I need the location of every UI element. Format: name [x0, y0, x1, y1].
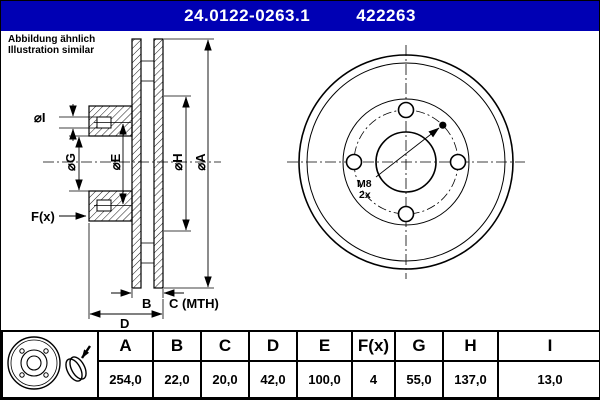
dimension-d: D	[88, 223, 164, 331]
col-header-b: B	[152, 329, 202, 363]
dimension-b-c: B C (MTH)	[111, 289, 219, 311]
reference-number: 422263	[356, 6, 416, 25]
col-header-g: G	[394, 329, 444, 363]
dimension-dia-e: ⌀E	[94, 122, 131, 206]
cross-section-view	[43, 38, 221, 289]
dim-label-dia-h: ⌀H	[170, 153, 185, 170]
value-d: 42,0	[248, 360, 298, 399]
dim-label-d: D	[120, 316, 129, 331]
thread-hole-marker	[439, 121, 447, 129]
dimension-dia-a: ⌀A	[164, 38, 214, 289]
dimension-table: A B C D E F(x) G H I 254,0 22,0 20,0 42,…	[1, 329, 599, 399]
col-header-h: H	[442, 329, 499, 363]
col-header-a: A	[97, 329, 154, 363]
value-g: 55,0	[394, 360, 444, 399]
brake-disc-front-icon	[7, 336, 91, 390]
note-line-de: Abbildung ähnlich	[8, 34, 96, 45]
dimension-dia-h: ⌀H	[164, 95, 191, 232]
value-f: 4	[351, 360, 396, 399]
col-header-d: D	[248, 329, 298, 363]
dim-label-f: F(x)	[31, 209, 55, 224]
value-i: 13,0	[497, 360, 599, 399]
value-c: 20,0	[200, 360, 250, 399]
front-view: M8 2x	[287, 45, 525, 279]
value-e: 100,0	[296, 360, 353, 399]
similarity-note: Abbildung ähnlich Illustration similar	[8, 34, 95, 56]
dim-label-dia-g: ⌀G	[63, 153, 78, 171]
dim-label-b: B	[142, 296, 151, 311]
disc-icon-cell	[1, 330, 99, 399]
table-row: 254,0 22,0 20,0 42,0 100,0 4 55,0 137,0 …	[2, 360, 599, 399]
value-h: 137,0	[442, 360, 499, 399]
header-bar: 24.0122-0263.1 422263	[1, 1, 599, 31]
dim-label-dia-a: ⌀A	[193, 153, 208, 171]
dimension-f: F(x)	[31, 209, 87, 224]
col-header-c: C	[200, 329, 250, 363]
value-b: 22,0	[152, 360, 202, 399]
dim-label-c-mth: C (MTH)	[169, 296, 219, 311]
mounting-direction-icon	[65, 345, 91, 382]
note-line-en: Illustration similar	[8, 45, 95, 56]
col-header-f: F(x)	[351, 329, 396, 363]
dimension-dia-g: ⌀G	[63, 135, 91, 192]
thread-label: M8	[357, 178, 372, 190]
col-header-i: I	[497, 329, 599, 363]
dim-label-dia-e: ⌀E	[108, 153, 123, 170]
part-number: 24.0122-0263.1	[184, 6, 311, 25]
value-a: 254,0	[97, 360, 154, 399]
dimension-dia-i: ⌀I	[34, 104, 97, 141]
technical-drawing: ⌀A ⌀H ⌀E ⌀G ⌀I F(	[31, 38, 525, 331]
col-header-e: E	[296, 329, 353, 363]
thread-qty-label: 2x	[359, 189, 371, 201]
dim-label-dia-i: ⌀I	[34, 110, 45, 125]
